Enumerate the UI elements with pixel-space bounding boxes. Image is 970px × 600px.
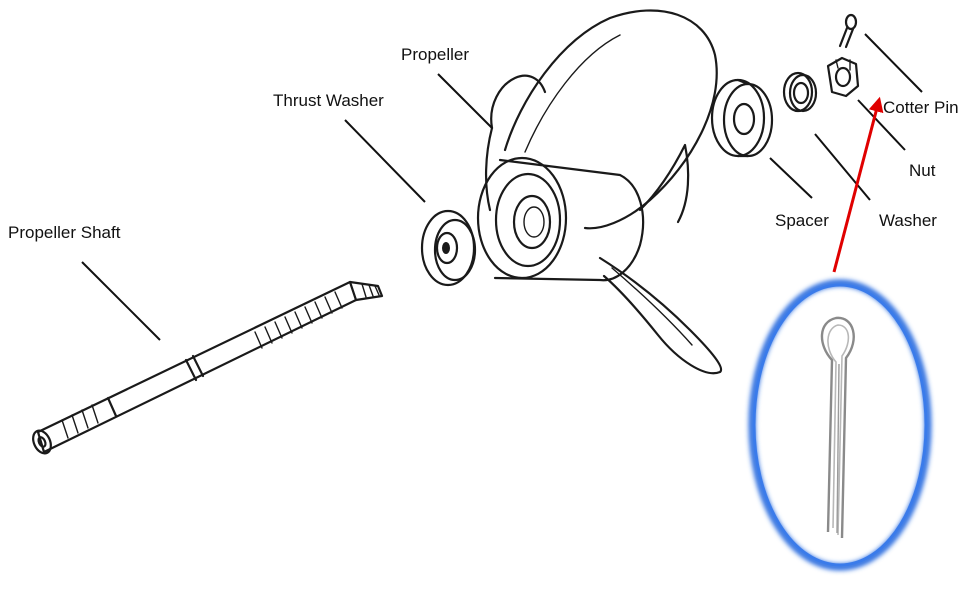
propeller-drawing — [476, 9, 723, 375]
label-spacer: Spacer — [775, 211, 829, 230]
label-thrust-washer: Thrust Washer — [273, 91, 384, 110]
propeller-leader — [437, 73, 493, 129]
label-cotter-pin: Cotter Pin — [883, 98, 959, 117]
label-propeller-shaft: Propeller Shaft — [8, 223, 121, 242]
thrust-washer-leader — [344, 119, 426, 203]
cotter-pin-leader — [864, 33, 923, 93]
highlight-ring — [748, 279, 932, 571]
spacer-leader — [769, 157, 813, 199]
spacer-drawing — [710, 78, 774, 158]
leader-lines — [81, 33, 923, 341]
label-washer: Washer — [879, 211, 937, 230]
thrust-washer-drawing — [420, 209, 477, 287]
label-nut: Nut — [909, 161, 936, 180]
nut-leader — [857, 99, 906, 151]
label-propeller: Propeller — [401, 45, 469, 64]
washer-leader — [814, 133, 871, 201]
cotter-pin-enlarged-drawing — [820, 316, 855, 539]
nut-drawing — [826, 56, 860, 98]
propeller-shaft-drawing — [32, 280, 384, 455]
callout-arrow — [832, 96, 884, 273]
cotter-pin-small-drawing — [838, 13, 858, 49]
washer-drawing — [782, 71, 818, 113]
part-labels: Propeller Shaft Thrust Washer Propeller … — [8, 45, 959, 242]
propeller-shaft-leader — [81, 261, 161, 341]
